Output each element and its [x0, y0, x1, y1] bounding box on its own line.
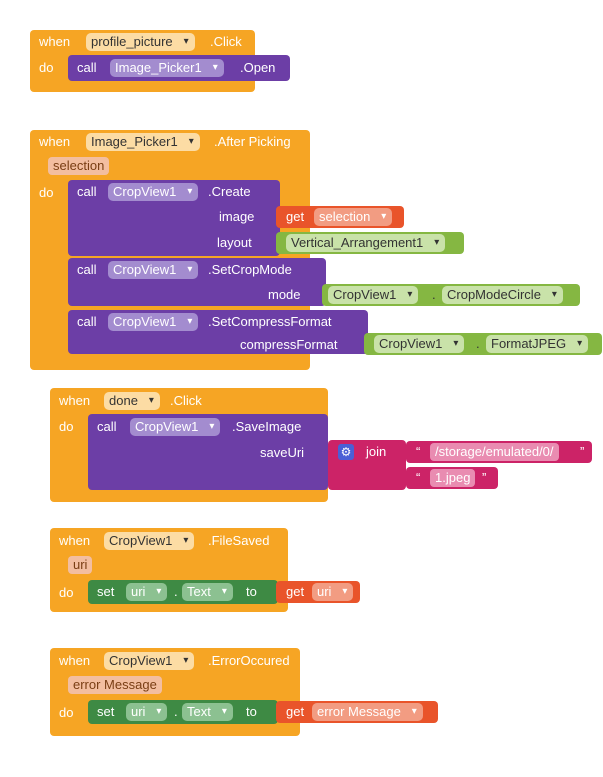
- component-dropdown[interactable]: CropView1: [108, 261, 199, 279]
- do-keyword: do: [59, 705, 74, 720]
- variable-dropdown[interactable]: uri: [312, 583, 354, 601]
- call-block-cropview-setcropmode[interactable]: call CropView1 .SetCropMode mode: [68, 258, 326, 306]
- to-keyword: to: [246, 704, 257, 719]
- event-name: .After Picking: [214, 134, 291, 149]
- argument-label: compressFormat: [240, 337, 338, 352]
- method-name: .Create: [208, 184, 251, 199]
- gear-icon[interactable]: ⚙: [338, 444, 354, 460]
- component-dropdown[interactable]: CropView1: [328, 286, 419, 304]
- to-keyword: to: [246, 584, 257, 599]
- argument-label: mode: [268, 287, 301, 302]
- method-name: .Open: [240, 60, 276, 75]
- string-value[interactable]: /storage/emulated/0/: [430, 443, 559, 461]
- event-name: .Click: [210, 34, 242, 49]
- call-block-cropview-saveimage[interactable]: call CropView1 .SaveImage saveUri: [88, 414, 328, 490]
- when-keyword: when: [59, 533, 91, 548]
- call-block-cropview-setcompressformat[interactable]: call CropView1 .SetCompressFormat compre…: [68, 310, 368, 354]
- when-keyword: when: [39, 134, 71, 149]
- component-dropdown[interactable]: CropView1: [130, 418, 221, 436]
- component-dropdown[interactable]: profile_picture: [86, 33, 195, 51]
- call-keyword: call: [77, 262, 97, 277]
- when-keyword: when: [39, 34, 71, 49]
- property-dropdown[interactable]: CropModeCircle: [442, 286, 563, 304]
- get-block-uri[interactable]: get uri: [276, 581, 360, 603]
- get-block-error-message[interactable]: get error Message: [276, 701, 438, 723]
- property-block-cropmodecircle[interactable]: CropView1 . CropModeCircle: [322, 284, 580, 306]
- do-keyword: do: [39, 60, 54, 75]
- argument-label: image: [219, 209, 255, 224]
- call-keyword: call: [77, 60, 97, 75]
- get-keyword: get: [286, 209, 305, 224]
- close-quote: ”: [580, 444, 585, 459]
- event-name: .Click: [170, 393, 202, 408]
- property-dropdown[interactable]: Text: [182, 583, 233, 601]
- event-name: .ErrorOccured: [208, 653, 290, 668]
- component-dropdown[interactable]: CropView1: [104, 652, 195, 670]
- variable-dropdown[interactable]: error Message: [312, 703, 423, 721]
- component-dropdown[interactable]: CropView1: [374, 335, 465, 353]
- call-keyword: call: [77, 314, 97, 329]
- call-keyword: call: [97, 419, 117, 434]
- component-dropdown[interactable]: Image_Picker1: [86, 133, 200, 151]
- get-keyword: get: [286, 584, 305, 599]
- property-dropdown[interactable]: FormatJPEG: [486, 335, 589, 353]
- argument-label: saveUri: [260, 445, 305, 460]
- dot-separator: .: [476, 336, 480, 351]
- method-name: .SetCompressFormat: [208, 314, 332, 329]
- join-block[interactable]: ⚙ join: [328, 440, 406, 490]
- get-keyword: get: [286, 704, 305, 719]
- dot-separator: .: [432, 287, 436, 302]
- variable-dropdown[interactable]: selection: [314, 208, 393, 226]
- method-name: .SetCropMode: [208, 262, 292, 277]
- do-keyword: do: [39, 185, 54, 200]
- event-parameter[interactable]: error Message: [68, 676, 162, 694]
- do-keyword: do: [59, 585, 74, 600]
- when-keyword: when: [59, 393, 91, 408]
- string-value[interactable]: 1.jpeg: [430, 469, 476, 487]
- component-block-vertical-arrangement[interactable]: Vertical_Arrangement1: [276, 232, 464, 254]
- text-block-filename[interactable]: “ 1.jpeg ”: [406, 467, 498, 489]
- close-quote: ”: [482, 470, 487, 485]
- call-keyword: call: [77, 184, 97, 199]
- event-name: .FileSaved: [208, 533, 270, 548]
- property-dropdown[interactable]: Text: [182, 703, 233, 721]
- get-block-selection[interactable]: get selection: [276, 206, 404, 228]
- component-dropdown[interactable]: Image_Picker1: [110, 59, 224, 77]
- when-keyword: when: [59, 653, 91, 668]
- argument-label: layout: [217, 235, 252, 250]
- dot-separator: .: [174, 704, 178, 719]
- set-keyword: set: [97, 704, 115, 719]
- component-dropdown[interactable]: CropView1: [104, 532, 195, 550]
- component-dropdown[interactable]: Vertical_Arrangement1: [286, 234, 446, 252]
- component-dropdown[interactable]: uri: [126, 703, 168, 721]
- method-name: .SaveImage: [232, 419, 302, 434]
- set-block-uri-text-error[interactable]: set uri . Text to: [88, 700, 278, 724]
- text-block-storage-path[interactable]: “ /storage/emulated/0/ ”: [406, 441, 592, 463]
- property-block-formatjpeg[interactable]: CropView1 . FormatJPEG: [364, 333, 602, 355]
- event-parameter[interactable]: selection: [48, 157, 110, 175]
- call-block-image-picker-open[interactable]: call Image_Picker1 .Open: [68, 55, 290, 81]
- call-block-cropview-create[interactable]: call CropView1 .Create image layout: [68, 180, 280, 256]
- dot-separator: .: [174, 584, 178, 599]
- open-quote: “: [416, 444, 421, 459]
- event-parameter[interactable]: uri: [68, 556, 93, 574]
- component-dropdown[interactable]: CropView1: [108, 313, 199, 331]
- open-quote: “: [416, 470, 421, 485]
- component-dropdown[interactable]: uri: [126, 583, 168, 601]
- do-keyword: do: [59, 419, 74, 434]
- component-dropdown[interactable]: CropView1: [108, 183, 199, 201]
- set-keyword: set: [97, 584, 115, 599]
- set-block-uri-text[interactable]: set uri . Text to: [88, 580, 278, 604]
- component-dropdown[interactable]: done: [104, 392, 160, 410]
- join-keyword: join: [366, 444, 387, 459]
